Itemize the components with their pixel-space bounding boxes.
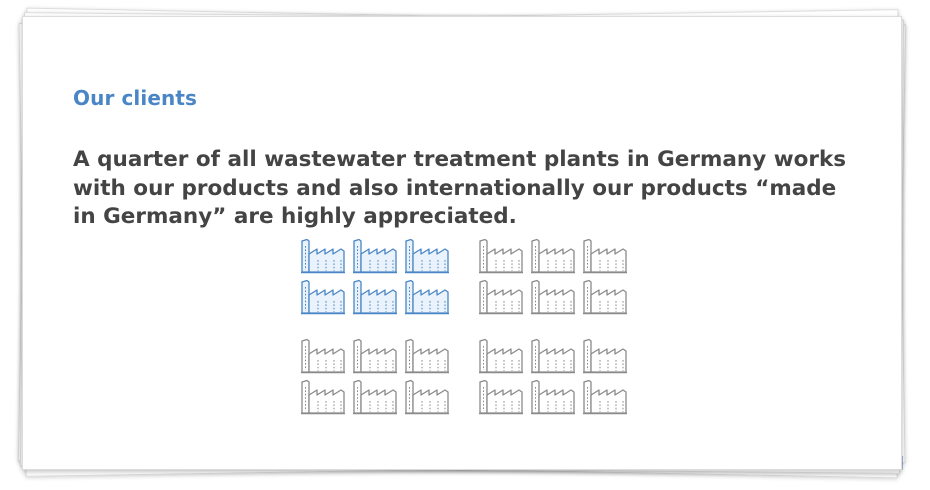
factory-icon	[530, 338, 576, 374]
factory-icon	[530, 379, 576, 415]
factory-icon	[582, 338, 628, 374]
factory-icon	[582, 279, 628, 315]
factory-icon	[404, 379, 450, 415]
intro-text: A quarter of all wastewater treatment pl…	[73, 147, 847, 229]
factory-icon	[352, 238, 398, 274]
factory-icon	[478, 338, 524, 374]
factory-icon	[300, 338, 346, 374]
factory-icon	[582, 379, 628, 415]
factory-icon	[582, 238, 628, 274]
factory-icon	[478, 238, 524, 274]
factory-infographic	[300, 238, 640, 418]
factory-icon	[300, 279, 346, 315]
factory-icon	[404, 338, 450, 374]
factory-icon	[352, 338, 398, 374]
factory-icon	[478, 379, 524, 415]
factory-icon	[530, 238, 576, 274]
factory-icon	[404, 279, 450, 315]
factory-icon	[300, 238, 346, 274]
section-heading: Our clients	[73, 86, 198, 110]
factory-icon	[478, 279, 524, 315]
paper-sheet-front	[22, 16, 902, 470]
factory-icon	[404, 238, 450, 274]
factory-icon	[530, 279, 576, 315]
factory-icon	[352, 279, 398, 315]
factory-icon	[300, 379, 346, 415]
factory-icon	[352, 379, 398, 415]
